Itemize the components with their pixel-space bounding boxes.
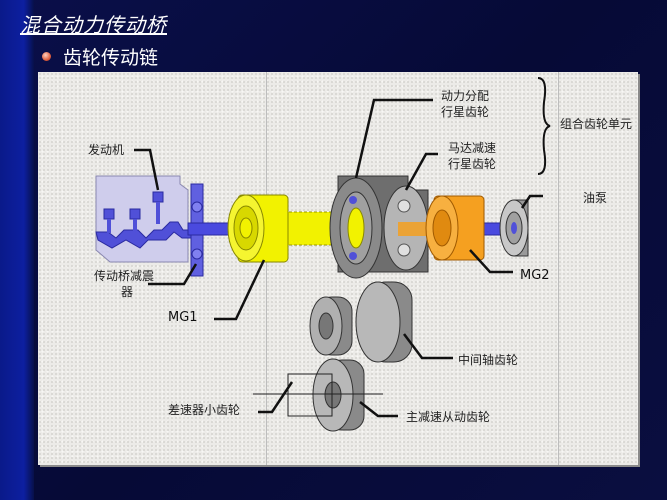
- mg2-icon: [425, 195, 485, 261]
- label-damper: 传动桥减震: [94, 269, 155, 283]
- label-mg1: MG1: [168, 310, 198, 325]
- engine-icon: [95, 175, 201, 263]
- leader-lines: [134, 77, 551, 418]
- mg1-icon: [227, 194, 355, 263]
- counter-gear-icon: [309, 281, 413, 363]
- diagram-panel: 发动机 传动桥减震 器 MG1 动力分配 行星齿轮 马达减速 行星齿轮 组合齿轮…: [38, 72, 638, 465]
- slide-accent-bar: [0, 0, 34, 500]
- planetary-gear-icon: [329, 175, 448, 279]
- slide-title: 混合动力传动桥: [20, 13, 167, 37]
- bullet-item: 齿轮传动链: [42, 43, 158, 70]
- final-driven-gear-icon: [253, 358, 383, 432]
- label-counter-gear: 中间轴齿轮: [458, 353, 519, 367]
- label-oil-pump: 油泵: [583, 191, 608, 205]
- oil-pump-icon: [499, 199, 529, 257]
- transaxle-drawing: [95, 77, 551, 432]
- label-motor-reduction-2: 行星齿轮: [448, 157, 497, 171]
- label-motor-reduction: 马达减速: [448, 141, 497, 155]
- divider-line: [266, 72, 267, 465]
- label-engine: 发动机: [88, 143, 125, 157]
- label-power-split: 动力分配: [441, 89, 490, 103]
- label-final-driven-gear: 主减速从动齿轮: [406, 410, 491, 424]
- bullet-text: 齿轮传动链: [63, 47, 159, 69]
- label-diff-pinion: 差速器小齿轮: [168, 403, 241, 417]
- label-compound-gear-unit: 组合齿轮单元: [560, 117, 633, 131]
- label-mg2: MG2: [520, 268, 550, 283]
- label-damper-2: 器: [121, 285, 134, 299]
- label-power-split-2: 行星齿轮: [441, 105, 490, 119]
- bullet-icon: [42, 52, 51, 61]
- divider-line: [558, 72, 559, 465]
